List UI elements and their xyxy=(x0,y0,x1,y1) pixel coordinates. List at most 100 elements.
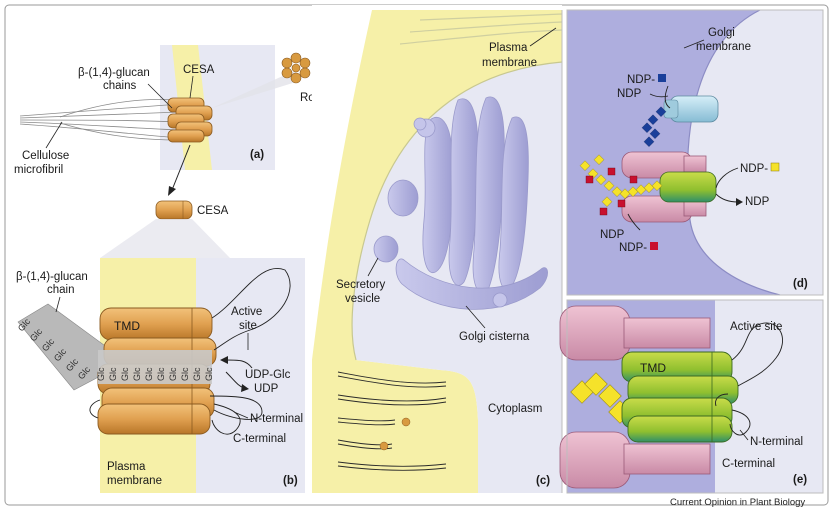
arrow-ndp-2-head xyxy=(736,198,743,206)
panel-d: Golgi membrane NDP- NDP xyxy=(567,9,823,296)
svg-text:Glc: Glc xyxy=(120,367,130,381)
label-active: Active xyxy=(231,306,262,318)
label-ndp-yellow: NDP- xyxy=(740,163,768,175)
pink-proteins-e xyxy=(559,305,711,489)
leader-n-terminal-e xyxy=(739,429,749,441)
zoom-wedge-b xyxy=(100,219,230,258)
leader-plasma-membrane xyxy=(529,27,557,47)
label-ndp-2: NDP xyxy=(745,196,770,208)
label-ndp-3: NDP xyxy=(600,229,625,241)
svg-text:Glc: Glc xyxy=(132,367,142,381)
label-golgi-membrane: membrane xyxy=(696,41,751,53)
cytoplasmic-loop-b xyxy=(211,268,291,351)
cesa-complex-a xyxy=(167,97,213,143)
panel-d-label: (d) xyxy=(793,278,808,290)
cesa-single: CESA xyxy=(100,200,230,258)
arrow-ndp-blue xyxy=(664,85,671,109)
arrow-e-into xyxy=(715,393,729,407)
label-vesicle: vesicle xyxy=(345,293,380,305)
arrow-udp-glc-head xyxy=(220,356,228,364)
credit-line: Current Opinion in Plant Biology xyxy=(670,497,805,508)
label-c-terminal-b: C-terminal xyxy=(233,433,286,445)
arrow-ndp-1 xyxy=(649,93,669,98)
label-cytoplasm: Cytoplasm xyxy=(488,403,542,415)
label-glucan-chains-2: chains xyxy=(103,80,136,92)
glc-band-labels: Glc Glc Glc Glc Glc Glc Glc Glc Glc Glc xyxy=(96,367,214,381)
panel-e: TMD Active site N-terminal C-terminal (e… xyxy=(559,300,823,493)
label-membrane-b: membrane xyxy=(107,475,162,487)
label-plasma-b: Plasma xyxy=(107,461,146,473)
leader-glucan-chains xyxy=(147,83,173,109)
arrow-to-cesa-head xyxy=(168,186,176,196)
panel-dividers xyxy=(566,9,824,494)
terminal-loops-b xyxy=(209,395,263,435)
glc-band xyxy=(98,350,212,384)
leader-n-terminal-b xyxy=(233,411,249,419)
label-ndp-red: NDP- xyxy=(619,242,647,254)
wall-microfibrils xyxy=(337,371,447,471)
svg-text:Glc: Glc xyxy=(168,367,178,381)
label-cesa-mid: CESA xyxy=(197,205,229,217)
glycosyltransferase-complex xyxy=(621,151,717,223)
leader-cellulose xyxy=(45,121,63,149)
plasma-membrane-outline xyxy=(351,61,563,361)
label-golgi-cisterna: Golgi cisterna xyxy=(459,331,530,343)
wall-rosettes xyxy=(379,417,411,451)
golgi-stack xyxy=(395,96,548,310)
panel-c: Plasma membrane xyxy=(312,5,563,493)
loop-e xyxy=(731,322,783,387)
label-tmd-b: TMD xyxy=(114,319,140,333)
label-cellulose: Cellulose xyxy=(22,150,69,162)
plasma-membrane-lines xyxy=(399,13,563,45)
label-microfibril: microfibril xyxy=(14,164,63,176)
label-ndp-blue: NDP- xyxy=(627,74,655,86)
arrow-to-cesa xyxy=(171,144,191,191)
panel-a-label: (a) xyxy=(250,149,264,161)
leader-golgi-membrane xyxy=(683,39,705,49)
label-tmd-e: TMD xyxy=(640,361,666,375)
ndp-yellow-square-icon xyxy=(770,162,780,172)
label-secretory: Secretory xyxy=(336,279,385,291)
cyan-transferase xyxy=(663,95,719,123)
svg-text:Glc: Glc xyxy=(144,367,154,381)
leader-cesa-top xyxy=(189,75,194,99)
rosette-solid xyxy=(281,52,311,84)
label-n-terminal-b: N-terminal xyxy=(250,413,303,425)
leader-vesicle xyxy=(367,257,379,277)
label-glucan-chain-b2: chain xyxy=(47,284,75,296)
arrow-udp-glc xyxy=(225,359,253,369)
panel-c-label: (c) xyxy=(536,475,550,487)
ndp-blue-square-icon xyxy=(658,74,666,82)
svg-text:Glc: Glc xyxy=(108,367,118,381)
svg-text:Glc: Glc xyxy=(96,367,106,381)
label-golgi: Golgi xyxy=(708,27,735,39)
loop-left-b xyxy=(89,399,101,419)
arrow-ndp-red xyxy=(627,213,641,231)
arrow-ndp-yellow xyxy=(715,167,739,189)
cesa-complex-e xyxy=(621,351,739,443)
label-udp-glc: UDP-Glc xyxy=(245,369,291,381)
svg-text:Glc: Glc xyxy=(204,367,214,381)
terminal-loop-e xyxy=(729,409,751,436)
label-glucan-chains: β-(1,4)-glucan xyxy=(78,67,150,79)
yellow-sugar-chain xyxy=(579,154,663,207)
panel-a: β-(1,4)-glucan chains CESA Cellulose mic… xyxy=(14,45,296,196)
label-udp: UDP xyxy=(254,383,279,395)
leader-golgi-cisterna xyxy=(465,305,486,329)
label-active-site-e: Active site xyxy=(730,321,782,333)
glucan-chain-glc-labels: Glc Glc Glc Glc Glc Glc xyxy=(16,316,93,381)
svg-text:Glc: Glc xyxy=(192,367,202,381)
label-membrane: membrane xyxy=(482,57,537,69)
label-ndp-1: NDP xyxy=(617,88,642,100)
label-plasma: Plasma xyxy=(489,42,528,54)
label-glucan-chain-b: β-(1,4)-glucan xyxy=(16,271,88,283)
arrow-ndp-2 xyxy=(715,193,739,203)
zoom-wedge-a xyxy=(212,70,296,108)
cell-wall-band xyxy=(312,10,562,493)
ndp-red-square-icon xyxy=(650,242,658,250)
svg-text:Glc: Glc xyxy=(180,367,190,381)
panel-e-label: (e) xyxy=(793,474,807,486)
label-n-terminal-e: N-terminal xyxy=(750,436,803,448)
label-cesa-top: CESA xyxy=(183,64,215,76)
